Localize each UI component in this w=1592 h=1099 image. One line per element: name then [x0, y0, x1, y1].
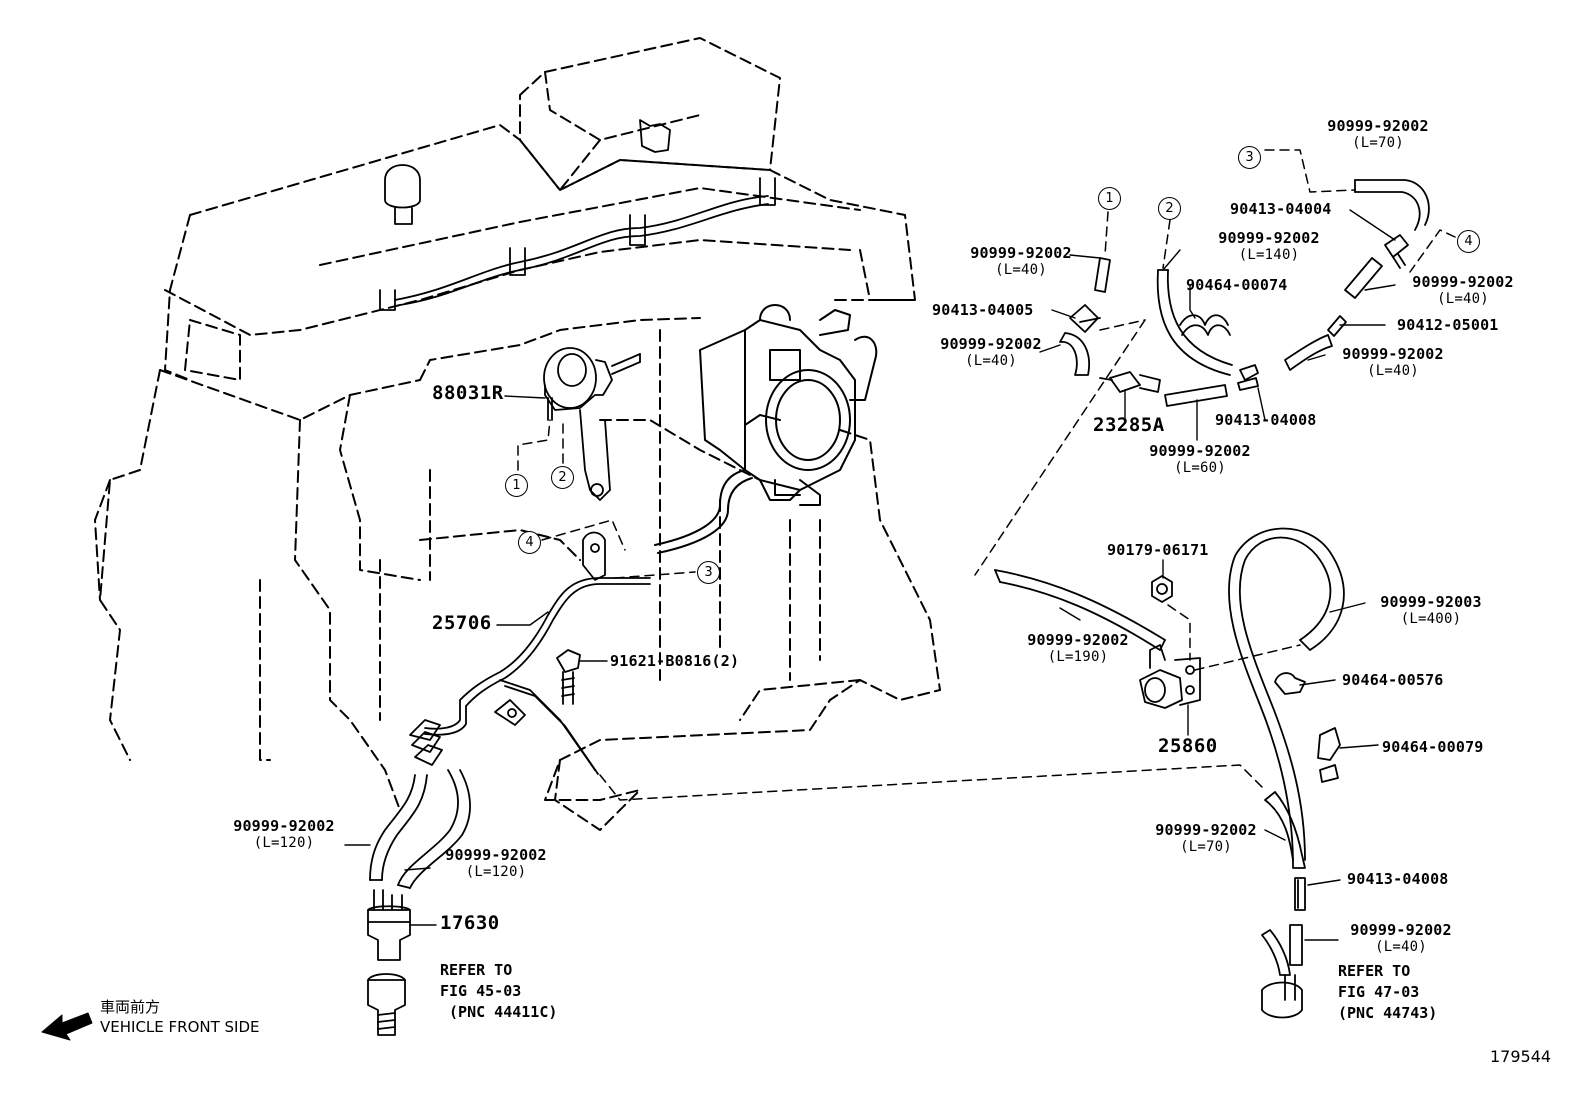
hose-pn: 90999-92002: [1350, 921, 1452, 939]
hose-label-l190: 90999-92002 (L=190): [1012, 632, 1144, 666]
vsv-88031r: [543, 347, 641, 501]
vehicle-front-arrow: [41, 1012, 93, 1041]
hose-label-top-l70: 90999-92002 (L=70): [1312, 118, 1444, 152]
hose-length: (L=120): [253, 835, 315, 851]
hose-pn: 90999-92002: [1327, 117, 1429, 135]
callout-3-left: 3: [697, 561, 720, 584]
part-90179-06171: 90179-06171: [1107, 541, 1209, 559]
hose-length: (L=140): [1238, 247, 1300, 263]
part-23285a: 23285A: [1093, 414, 1165, 436]
hose-pn: 90999-92002: [970, 244, 1072, 262]
hose-label-bottomleft-l120a: 90999-92002 (L=120): [218, 818, 350, 852]
hose-length: (L=40): [965, 353, 1017, 369]
hose-label-2-l140: 90999-92002 (L=140): [1203, 230, 1335, 264]
hose-length: (L=40): [995, 262, 1047, 278]
hose-pn: 90999-92003: [1380, 593, 1482, 611]
part-25860: 25860: [1158, 735, 1218, 757]
hose-pn: 90999-92002: [1342, 345, 1444, 363]
vehicle-front-jp: 車両前方: [100, 998, 161, 1016]
hoses-lower-right: [994, 527, 1345, 1019]
hose-length: (L=190): [1047, 649, 1109, 665]
hose-pn: 90999-92002: [1149, 442, 1251, 460]
engine-outline: [94, 37, 941, 831]
part-90413-04008-top: 90413-04008: [1215, 411, 1317, 429]
callout-4-left: 4: [518, 531, 541, 554]
part-90413-04005: 90413-04005: [932, 301, 1034, 319]
hose-length: (L=120): [465, 864, 527, 880]
part-90464-00576: 90464-00576: [1342, 671, 1444, 689]
hose-label-right-l40: 90999-92002 (L=40): [1397, 274, 1529, 308]
hose-pn: 90999-92002: [1218, 229, 1320, 247]
hose-label-mid-l40: 90999-92002 (L=40): [925, 336, 1057, 370]
hose-label-bottomleft-l120b: 90999-92002 (L=120): [430, 847, 562, 881]
hose-label-bottomright-l40: 90999-92002 (L=40): [1335, 922, 1467, 956]
hose-length: (L=40): [1367, 363, 1419, 379]
hose-pn: 90999-92002: [445, 846, 547, 864]
refer-note-left: REFER TO FIG 45-03 (PNC 44411C): [440, 961, 558, 1021]
leader-lines: [344, 209, 1396, 941]
bolt-91621: [556, 649, 581, 705]
part-90413-04008-bottom: 90413-04008: [1347, 870, 1449, 888]
hose-label-l60: 90999-92002 (L=60): [1134, 443, 1266, 477]
pipe-25706: [409, 531, 651, 775]
hoses-upper-right: [1059, 179, 1430, 407]
hose-pn: 90999-92002: [1027, 631, 1129, 649]
part-17630: 17630: [440, 912, 500, 934]
throttle-body: [654, 304, 878, 554]
callout-4-right: 4: [1457, 230, 1480, 253]
hose-label-bottomright-l70: 90999-92002 (L=70): [1140, 822, 1272, 856]
part-91621-b0816: 91621-B0816(2): [610, 652, 740, 670]
part-88031r: 88031R: [432, 382, 504, 404]
hose-label-l400: 90999-92003 (L=400): [1365, 594, 1497, 628]
callout-2-left: 2: [551, 466, 574, 489]
callout-1-left: 1: [505, 474, 528, 497]
hose-pn: 90999-92002: [940, 335, 1042, 353]
hose-pn: 90999-92002: [1412, 273, 1514, 291]
part-90464-00074: 90464-00074: [1186, 276, 1288, 294]
callout-1-right: 1: [1098, 187, 1121, 210]
vehicle-front-en: VEHICLE FRONT SIDE: [100, 1018, 260, 1036]
callout-3-right: 3: [1238, 146, 1261, 169]
refer-note-right: REFER TO FIG 47-03 (PNC 44743): [1338, 962, 1438, 1022]
part-25706: 25706: [432, 612, 492, 634]
part-90413-04004: 90413-04004: [1230, 200, 1332, 218]
hose-length: (L=70): [1352, 135, 1404, 151]
hose-pn: 90999-92002: [233, 817, 335, 835]
part-90412-05001: 90412-05001: [1397, 316, 1499, 334]
part-90464-00079: 90464-00079: [1382, 738, 1484, 756]
figure-number: 179544: [1490, 1047, 1552, 1066]
guide-lines: [517, 149, 1456, 801]
hose-length: (L=60): [1174, 460, 1226, 476]
hose-label-midright-l40: 90999-92002 (L=40): [1327, 346, 1459, 380]
head-studs: [379, 119, 776, 311]
hose-length: (L=70): [1180, 839, 1232, 855]
hose-length: (L=40): [1437, 291, 1489, 307]
hose-length: (L=400): [1400, 611, 1462, 627]
hose-label-1-l40: 90999-92002 (L=40): [955, 245, 1087, 279]
hose-pn: 90999-92002: [1155, 821, 1257, 839]
hoses-bottom-left: [367, 769, 471, 1036]
hose-length: (L=40): [1375, 939, 1427, 955]
callout-2-right: 2: [1158, 197, 1181, 220]
